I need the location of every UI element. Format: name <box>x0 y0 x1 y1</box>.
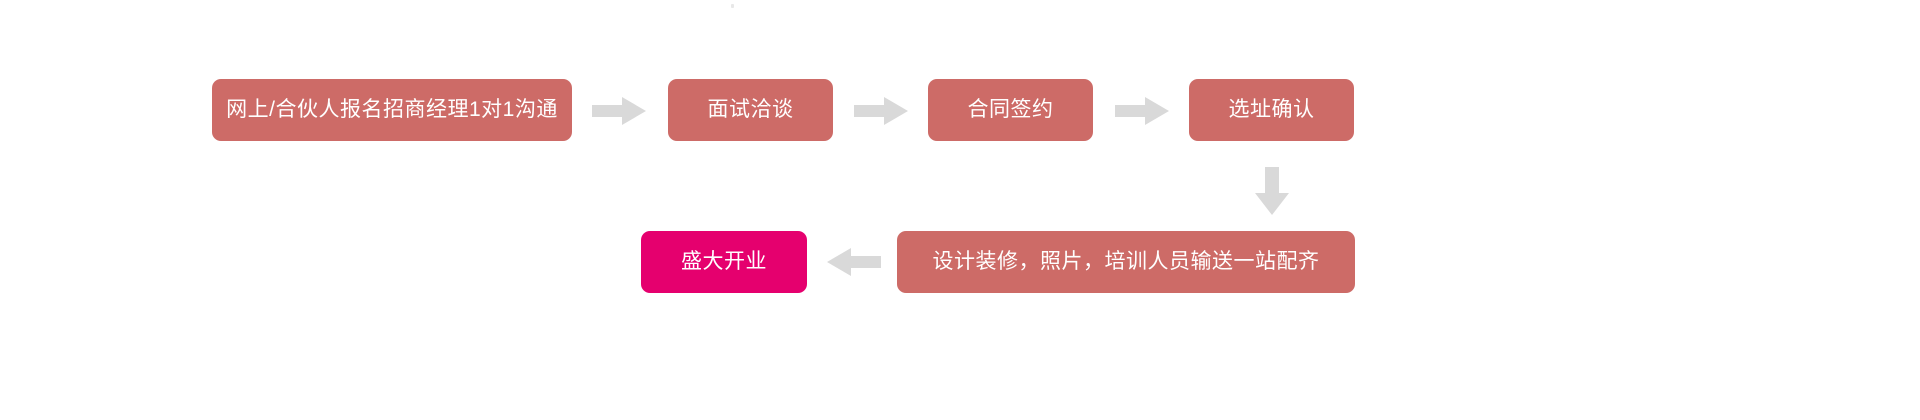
flow-node-label: 设计装修，照片，培训人员输送一站配齐 <box>932 250 1320 274</box>
flow-node-label: 盛大开业 <box>681 250 767 274</box>
arrow-down-icon <box>1255 167 1289 215</box>
flow-node-label: 网上/合伙人报名招商经理1对1沟通 <box>226 98 558 122</box>
flow-node-step-3[interactable]: 合同签约 <box>928 79 1093 141</box>
flow-node-step-2[interactable]: 面试洽谈 <box>668 79 833 141</box>
flow-node-step-6[interactable]: 盛大开业 <box>641 231 807 293</box>
flow-node-label: 选址确认 <box>1228 98 1315 122</box>
image-artifact-speck <box>731 4 734 8</box>
arrow-right-icon <box>592 97 646 125</box>
flow-node-label: 合同签约 <box>967 98 1054 122</box>
flow-node-step-1[interactable]: 网上/合伙人报名招商经理1对1沟通 <box>212 79 572 141</box>
flow-node-step-4[interactable]: 选址确认 <box>1189 79 1354 141</box>
arrow-right-icon <box>1115 97 1169 125</box>
flow-node-step-5[interactable]: 设计装修，照片，培训人员输送一站配齐 <box>897 231 1355 293</box>
flow-node-label: 面试洽谈 <box>707 98 794 122</box>
arrow-left-icon <box>827 248 881 276</box>
arrow-right-icon <box>854 97 908 125</box>
